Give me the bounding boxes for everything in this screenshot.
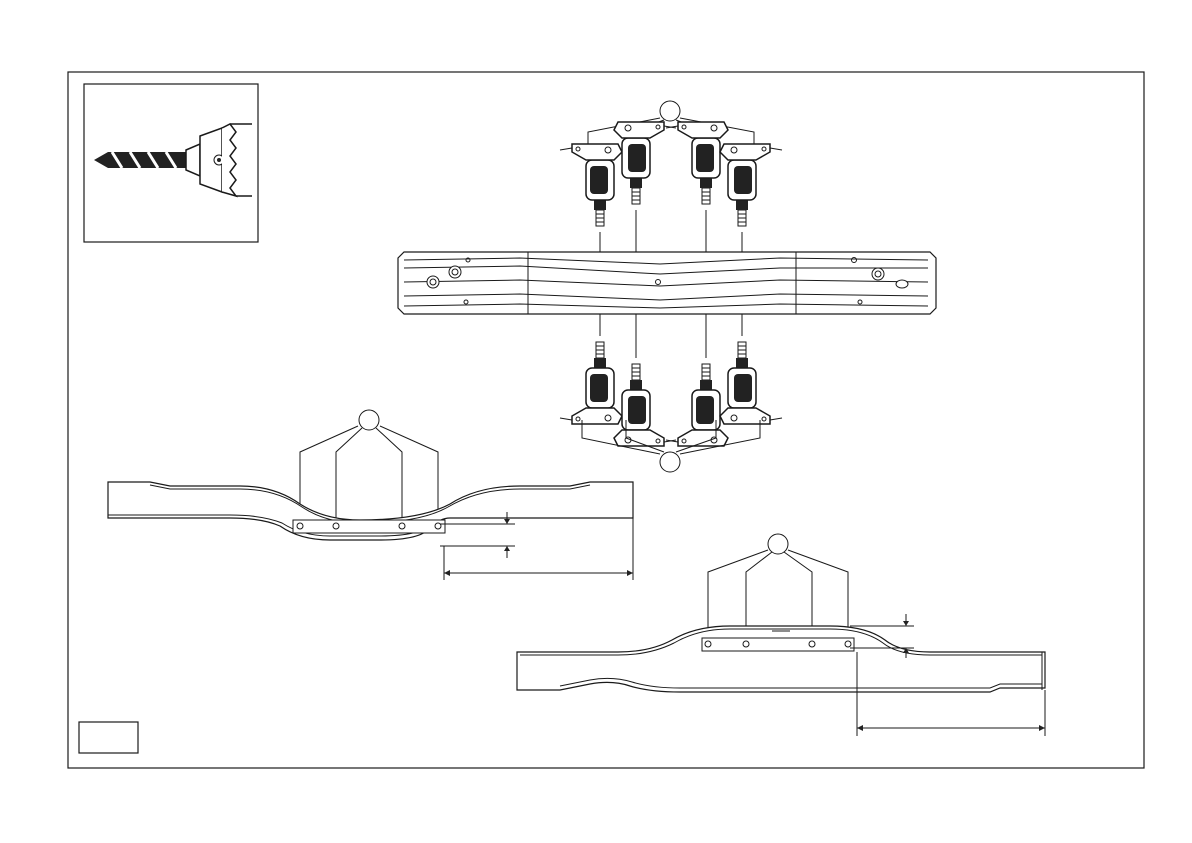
callout-bottom xyxy=(660,452,680,472)
power-drill-icon xyxy=(666,344,728,446)
power-drill-icon xyxy=(720,322,782,424)
power-drill-icon xyxy=(720,144,782,246)
drill-bit-detail xyxy=(84,84,258,242)
callout-top xyxy=(660,101,680,121)
right-side-rail-hole-pattern xyxy=(517,534,1045,736)
reference-box xyxy=(79,722,138,753)
power-drill-icon xyxy=(560,322,622,424)
power-drill-icon xyxy=(614,344,676,446)
power-drill-icon xyxy=(666,122,728,224)
callout-right xyxy=(768,534,788,554)
crossmember-rail xyxy=(398,252,936,314)
power-drill-icon xyxy=(560,144,622,246)
callout-left xyxy=(359,410,379,430)
left-side-rail-hole-pattern xyxy=(108,410,633,580)
crossmember-drilling-view xyxy=(398,101,936,472)
callout-bottom-leaders xyxy=(582,420,760,454)
power-drill-icon xyxy=(614,122,676,224)
